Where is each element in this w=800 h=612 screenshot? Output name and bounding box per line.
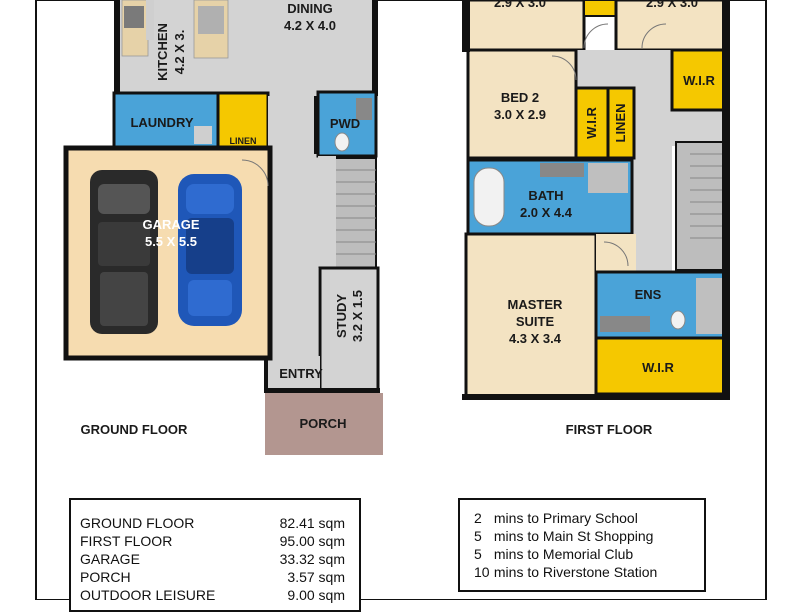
room-dims-bed-top-right: 2.9 X 3.0	[646, 0, 698, 10]
study-room	[318, 266, 380, 392]
area-value: 3.57 sqm	[287, 569, 345, 585]
distance-item: 10 mins to Riverstone Station	[474, 563, 657, 581]
area-label: OUTDOOR LEISURE	[80, 587, 216, 603]
ground-floor-title: GROUND FLOOR	[81, 422, 188, 437]
bedroom-2	[466, 48, 578, 160]
walk-in-robe-bed2	[574, 86, 610, 160]
distance-item: 5 mins to Main St Shopping	[474, 527, 653, 545]
room-label-ens: ENS	[635, 287, 662, 302]
room-label-kitchen: KITCHEN	[155, 23, 170, 81]
distances-box: 2 mins to Primary School 5 mins to Main …	[458, 498, 706, 592]
room-dims-kitchen: 4.2 X 3.	[172, 30, 187, 75]
ground-floor-plan	[63, 0, 383, 455]
area-label: FIRST FLOOR	[80, 533, 173, 549]
room-label-linen: LINEN	[230, 136, 257, 146]
car-blue	[178, 174, 242, 326]
distance-item: 5 mins to Memorial Club	[474, 545, 633, 563]
area-summary-box: GROUND FLOOR 82.41 sqm FIRST FLOOR 95.00…	[69, 498, 361, 612]
stairs-ground	[333, 157, 377, 269]
distance-text: mins to Main St Shopping	[493, 528, 654, 544]
first-floor-plan	[462, 0, 730, 400]
room-label-garage: GARAGE	[142, 217, 199, 232]
room-dims-bed-2: 3.0 X 2.9	[494, 107, 546, 122]
room-label-dining: DINING	[287, 1, 333, 16]
walk-in-robe-top	[670, 48, 728, 112]
bedroom-top-right	[614, 0, 728, 52]
distance-item: 2 mins to Primary School	[474, 509, 638, 527]
area-label: GROUND FLOOR	[80, 515, 195, 531]
room-dims-master: 4.3 X 3.4	[509, 331, 562, 346]
room-label-laundry: LAUNDRY	[130, 115, 193, 130]
car-black	[90, 170, 158, 334]
area-value: 33.32 sqm	[279, 551, 345, 567]
room-label-wir-bed2: W.I.R	[584, 107, 599, 139]
kitchen-floor	[114, 0, 378, 96]
area-label: GARAGE	[80, 551, 140, 567]
distance-text: mins to Riverstone Station	[493, 564, 658, 580]
room-dims-garage: 5.5 X 5.5	[145, 234, 197, 249]
bathtub	[473, 167, 505, 227]
entry-area	[268, 356, 320, 392]
room-label-wir-top: W.I.R	[683, 73, 715, 88]
linen-cupboard	[216, 91, 270, 149]
room-label-bath: BATH	[528, 188, 563, 203]
first-floor-title: FIRST FLOOR	[566, 422, 653, 437]
area-row: GARAGE 33.32 sqm	[80, 550, 345, 568]
room-label-wir-master: W.I.R	[642, 360, 674, 375]
kitchen-sink	[198, 6, 224, 34]
room-label-study: STUDY	[334, 294, 349, 338]
cooktop	[124, 6, 144, 28]
room-label-pwd: PWD	[330, 116, 360, 131]
distance-text: mins to Memorial Club	[493, 546, 634, 562]
room-dims-bed-top-left: 2.9 X 3.0	[494, 0, 546, 10]
area-label: PORCH	[80, 569, 131, 585]
area-value: 9.00 sqm	[287, 587, 345, 603]
distance-minutes: 5	[474, 546, 482, 562]
distance-minutes: 2	[474, 510, 482, 526]
room-label-entry: ENTRY	[279, 366, 323, 381]
room-label-master: MASTER	[508, 297, 564, 312]
area-row: FIRST FLOOR 95.00 sqm	[80, 532, 345, 550]
area-value: 95.00 sqm	[279, 533, 345, 549]
walk-in-robe-master	[594, 336, 728, 396]
distance-text: mins to Primary School	[493, 510, 638, 526]
stairs-first	[675, 141, 727, 271]
room-dims-study: 3.2 X 1.5	[350, 290, 365, 342]
room-label-suite: SUITE	[516, 314, 555, 329]
distance-minutes: 5	[474, 528, 482, 544]
room-dims-bath: 2.0 X 4.4	[520, 205, 573, 220]
linen-cupboard-first	[606, 86, 636, 160]
distance-minutes: 10	[474, 564, 490, 580]
porch	[265, 393, 383, 455]
area-value: 82.41 sqm	[279, 515, 345, 531]
hallway	[268, 96, 318, 392]
room-dims-dining: 4.2 X 4.0	[284, 18, 336, 33]
area-row: GROUND FLOOR 82.41 sqm	[80, 514, 345, 532]
room-label-bed-2: BED 2	[501, 90, 539, 105]
page-frame	[35, 0, 767, 600]
area-row: PORCH 3.57 sqm	[80, 568, 345, 586]
room-label-porch: PORCH	[300, 416, 347, 431]
room-label-linen-first: LINEN	[613, 104, 628, 143]
area-row: OUTDOOR LEISURE 9.00 sqm	[80, 586, 345, 604]
